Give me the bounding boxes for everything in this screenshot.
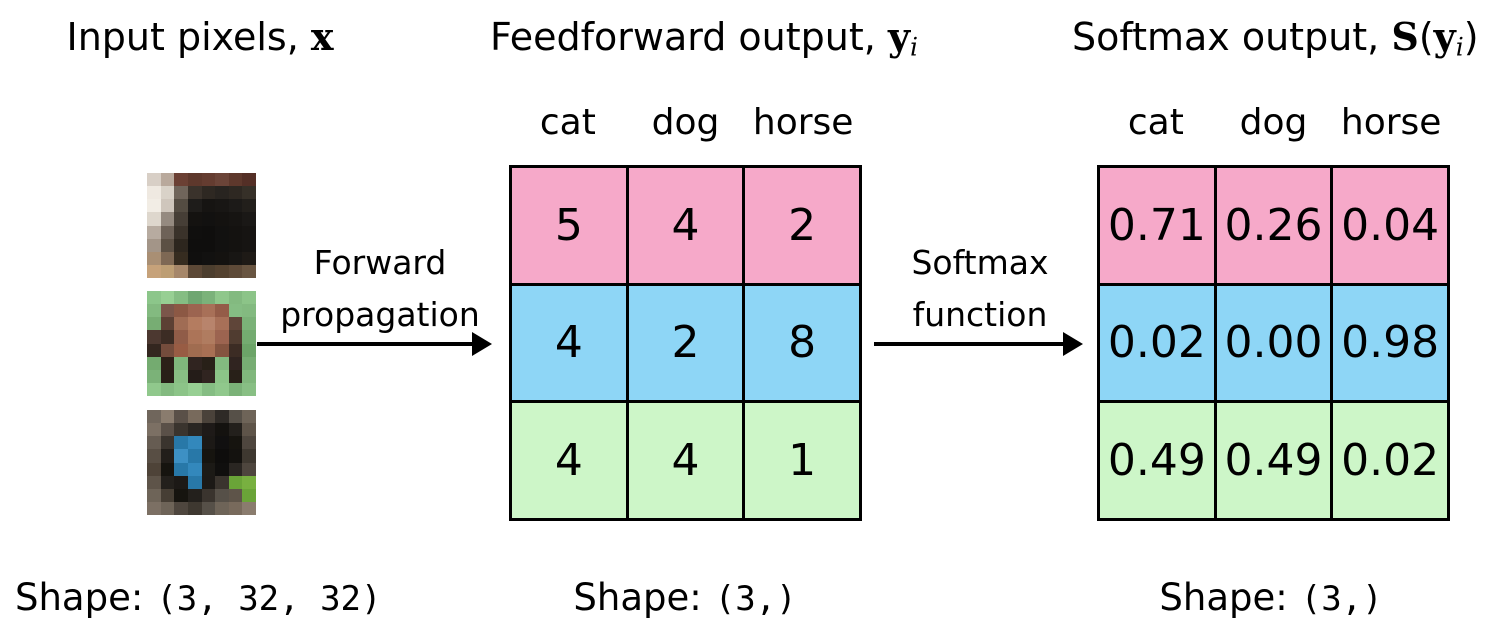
table-cell: 5 — [512, 168, 626, 283]
softmax-table: 0.71 0.26 0.04 0.02 0.00 0.98 0.49 0.49 … — [1097, 165, 1450, 521]
column-header-horse: horse — [752, 102, 854, 143]
arrowhead-right-icon — [472, 332, 492, 356]
table-cell: 0.98 — [1333, 285, 1447, 401]
shape-prefix: Shape: — [1159, 576, 1288, 619]
softmax-title: Softmax output, S(yi) — [1072, 14, 1479, 62]
label-line: function — [912, 295, 1048, 334]
table-cell: 0.02 — [1333, 403, 1447, 518]
paren-close: ) — [1463, 15, 1479, 59]
feedforward-title: Feedforward output, yi — [490, 14, 918, 62]
table-cell: 2 — [628, 285, 743, 401]
table-cell: 0.04 — [1333, 168, 1447, 283]
column-header-horse: horse — [1340, 102, 1442, 143]
input-shape-label: Shape: (3, 32, 32) — [15, 576, 382, 621]
softmax-shape-label: Shape: (3,) — [1075, 576, 1467, 621]
column-header-dog: dog — [651, 102, 720, 143]
shape-prefix: Shape: — [15, 576, 144, 619]
shape-prefix: Shape: — [573, 576, 702, 619]
math-vector-y: y — [1433, 14, 1456, 59]
softmax-function-label: Softmax function — [870, 237, 1090, 341]
forward-propagation-arrow — [257, 332, 492, 356]
table-cell: 4 — [628, 168, 743, 283]
horse-image — [147, 291, 256, 396]
dog-image — [147, 410, 256, 515]
softmax-column-headers: cat dog horse — [1097, 101, 1450, 145]
title-text: Feedforward output, — [490, 15, 888, 59]
table-cell: 1 — [745, 403, 859, 518]
shape-tuple: (3,) — [714, 579, 797, 619]
label-line: Forward — [313, 243, 447, 282]
arrowhead-right-icon — [1063, 332, 1083, 356]
title-text: Softmax output, — [1072, 15, 1392, 59]
column-header-dog: dog — [1239, 102, 1308, 143]
column-header-cat: cat — [539, 102, 596, 143]
table-cell: 0.02 — [1100, 285, 1214, 401]
feedforward-column-headers: cat dog horse — [509, 101, 862, 145]
forward-propagation-label: Forward propagation — [270, 237, 490, 341]
table-cell: 4 — [628, 403, 743, 518]
table-cell: 0.26 — [1216, 168, 1331, 283]
table-cell: 4 — [512, 403, 626, 518]
table-cell: 8 — [745, 285, 859, 401]
title-text: Input pixels, — [66, 15, 311, 59]
shape-tuple: (3,) — [1300, 579, 1383, 619]
table-cell: 0.49 — [1100, 403, 1214, 518]
math-vector-y: y — [887, 14, 911, 59]
feedforward-table: 5 4 2 4 2 8 4 4 1 — [509, 165, 862, 521]
paren-open: ( — [1418, 15, 1434, 59]
feedforward-shape-label: Shape: (3,) — [490, 576, 880, 621]
math-function-S: S — [1391, 14, 1419, 59]
table-cell: 4 — [512, 285, 626, 401]
input-title: Input pixels, x — [0, 14, 400, 60]
table-cell: 0.00 — [1216, 285, 1331, 401]
math-vector-x: x — [310, 14, 334, 59]
table-cell: 2 — [745, 168, 859, 283]
cat-image — [147, 173, 256, 278]
math-subscript-i: i — [910, 32, 919, 62]
table-cell: 0.49 — [1216, 403, 1331, 518]
math-subscript-i: i — [1455, 32, 1464, 62]
label-line: Softmax — [911, 243, 1049, 282]
softmax-function-arrow — [874, 332, 1083, 356]
table-cell: 0.71 — [1100, 168, 1214, 283]
shape-tuple: (3, 32, 32) — [156, 579, 382, 619]
column-header-cat: cat — [1127, 102, 1184, 143]
label-line: propagation — [280, 295, 480, 334]
